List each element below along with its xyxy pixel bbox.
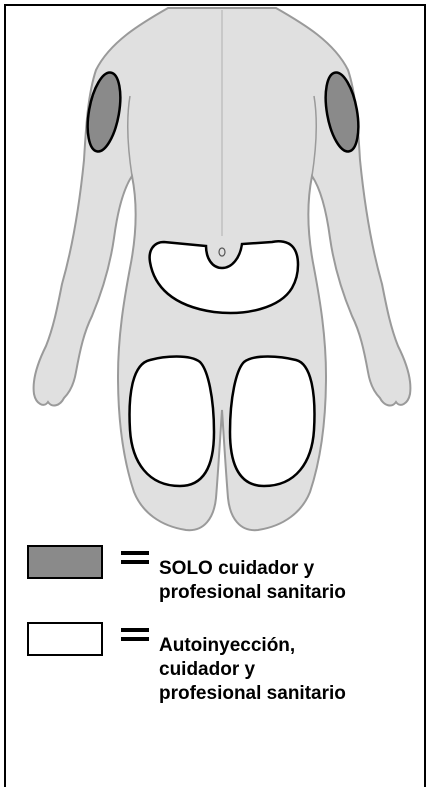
equals-sign-icon — [121, 628, 149, 646]
legend-item-caregiver-only: SOLO cuidador y profesional sanitario — [27, 545, 346, 605]
body-silhouette-diagram — [32, 7, 412, 532]
figure-frame — [4, 4, 426, 787]
abdomen-zone — [148, 239, 300, 315]
equals-sign-icon — [121, 551, 149, 569]
right-thigh-zone — [228, 355, 316, 488]
legend-swatch-gray — [27, 545, 103, 579]
right-upper-arm-zone — [324, 71, 360, 153]
navel-marker — [218, 247, 226, 257]
legend-swatch-white — [27, 622, 103, 656]
left-arm-contour — [127, 95, 133, 177]
legend-label-caregiver-only: SOLO cuidador y profesional sanitario — [159, 558, 346, 603]
left-thigh-zone — [128, 355, 216, 488]
legend-label-self-injection: Autoinyección, cuidador y profesional sa… — [159, 635, 346, 704]
legend-item-self-injection: Autoinyección, cuidador y profesional sa… — [27, 622, 346, 706]
right-arm-contour — [311, 95, 317, 177]
left-upper-arm-zone — [86, 71, 122, 153]
